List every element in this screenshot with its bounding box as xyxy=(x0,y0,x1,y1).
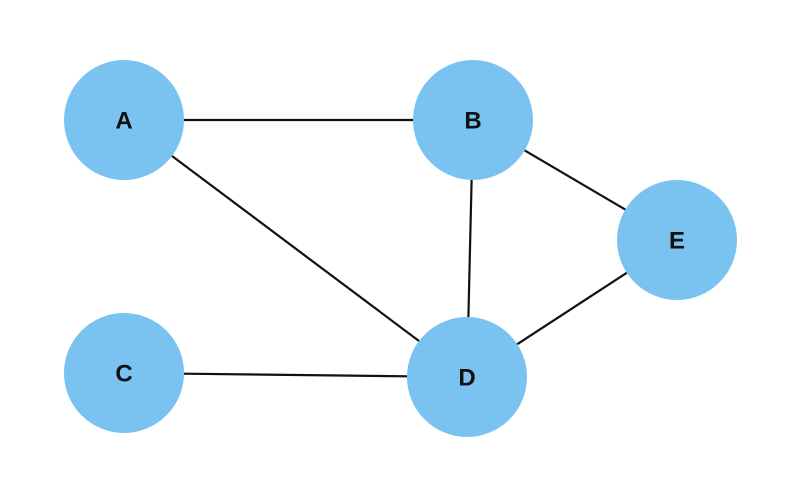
node-label-a: A xyxy=(115,108,132,135)
edge-c-d xyxy=(183,372,408,378)
node-e: E xyxy=(617,180,737,300)
nodes-layer: A B C D E xyxy=(64,60,737,437)
node-label-b: B xyxy=(464,108,481,135)
node-circle-e xyxy=(617,180,737,300)
node-circle-c xyxy=(64,313,184,433)
edges-layer xyxy=(171,118,628,378)
edge-b-d xyxy=(467,179,473,318)
node-label-d: D xyxy=(458,365,475,392)
node-circle-d xyxy=(407,317,527,437)
node-label-c: C xyxy=(115,361,132,388)
node-circle-a xyxy=(64,60,184,180)
edge-a-d xyxy=(171,155,420,342)
node-a: A xyxy=(64,60,184,180)
node-label-e: E xyxy=(669,228,685,255)
node-c: C xyxy=(64,313,184,433)
edge-b-e xyxy=(524,149,626,211)
edge-d-e xyxy=(516,271,628,346)
node-circle-b xyxy=(413,60,533,180)
node-b: B xyxy=(413,60,533,180)
node-d: D xyxy=(407,317,527,437)
